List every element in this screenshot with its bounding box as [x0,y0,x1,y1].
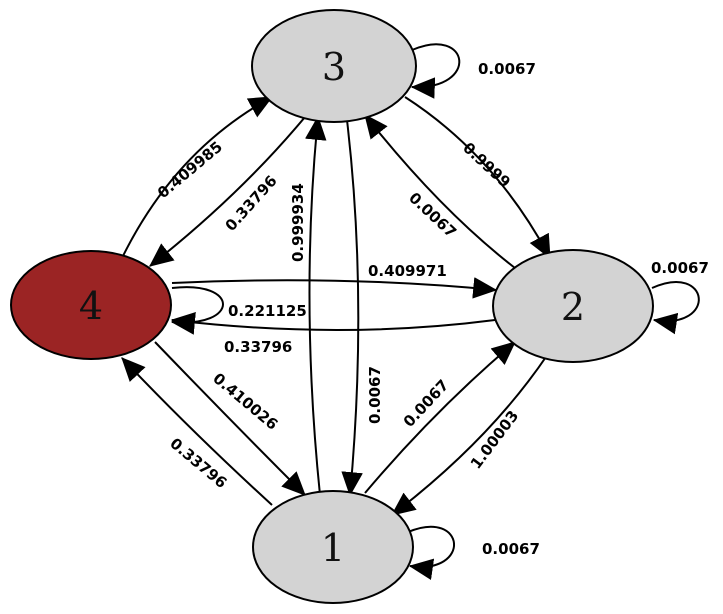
edge-2-2 [651,281,700,335]
node-4 [10,250,172,360]
edge-label-1-3: 0.999934 [289,183,307,262]
edges-layer [121,43,700,580]
nodes-layer: 3 2 4 1 [10,9,654,604]
edge-3-1 [341,119,363,497]
node-2-label: 2 [561,285,585,329]
node-1-label: 1 [321,526,345,570]
edge-3-4 [149,116,306,267]
edge-label-4-4: 0.221125 [228,302,307,320]
edge-label-2-4: 0.33796 [224,338,292,356]
edge-2-1 [391,353,549,516]
edge-label-4-3: 0.409985 [154,138,226,202]
edge-label-1-4: 0.33796 [166,434,230,492]
edge-label-2-3: 0.0067 [405,189,460,242]
edge-1-3 [305,115,327,496]
edge-3-2 [404,96,551,260]
edge-label-1-1: 0.0067 [482,540,540,558]
edge-label-1-2: 0.0067 [400,376,453,431]
node-1 [252,490,414,604]
edge-4-4 [170,286,224,335]
node-2 [492,249,654,363]
edge-4-1 [154,341,306,496]
edge-label-4-1: 0.410026 [209,369,281,433]
edge-label-4-2: 0.409971 [368,262,447,280]
node-3-label: 3 [322,45,346,89]
edge-label-3-1: 0.0067 [366,366,384,424]
edge-1-4 [121,357,273,506]
edge-1-1 [407,525,455,580]
edge-label-3-4: 0.33796 [222,172,281,235]
edge-3-3 [410,43,461,99]
node-3 [251,9,417,123]
edge-label-2-2: 0.0067 [651,259,709,277]
node-4-label: 4 [79,284,103,328]
edge-label-3-3: 0.0067 [478,60,536,78]
edge-label-2-1: 1.00003 [467,407,522,472]
edge-4-3 [121,96,274,259]
edge-2-4 [170,311,496,334]
edge-1-2 [364,341,516,494]
edge-label-3-2: 0.9999 [459,139,514,192]
edge-2-3 [364,114,516,269]
edge-4-2 [171,277,498,299]
